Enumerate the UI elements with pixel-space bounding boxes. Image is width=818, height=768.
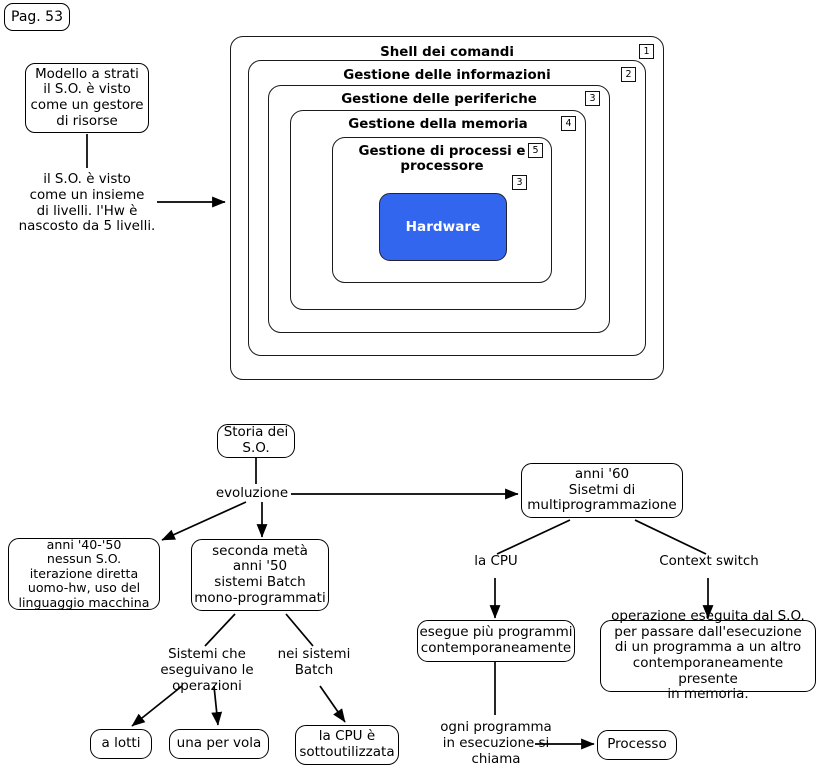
node-esegue-piu-programmi: esegue più programmi contemporaneamente bbox=[417, 620, 575, 662]
layer-badge-5: 5 bbox=[528, 143, 543, 158]
node-anni-60: anni '60 Sisetmi di multiprogrammazione bbox=[521, 463, 683, 518]
node-storia-dei-so: Storia dei S.O. bbox=[217, 424, 295, 458]
node-cpu-sottoutilizzata: la CPU è sottoutilizzata bbox=[295, 725, 399, 765]
layer-title-4: Gestione della memoria bbox=[348, 117, 528, 132]
page-number-tag: Pag. 53 bbox=[4, 3, 70, 31]
layer-title-2: Gestione delle informazioni bbox=[343, 68, 551, 83]
edge-label-ogni-programma: ogni programma in esecuzione si chiama bbox=[440, 720, 552, 767]
node-seconda-meta-anni-50: seconda metà anni '50 sistemi Batch mono… bbox=[191, 539, 329, 611]
node-a-lotti: a lotti bbox=[90, 729, 152, 759]
layer-badge-1: 1 bbox=[639, 44, 654, 59]
edge-label-la-cpu: la CPU bbox=[474, 554, 518, 569]
layer-title-5: Gestione di processi e processore bbox=[358, 144, 526, 175]
layer-title-3: Gestione delle periferiche bbox=[341, 92, 537, 107]
edge-label-context-switch: Context switch bbox=[659, 554, 759, 569]
layer-badge-4: 4 bbox=[561, 116, 576, 131]
callout-so-livelli: il S.O. è visto come un insieme di livel… bbox=[18, 172, 156, 235]
hardware-core-box: Hardware bbox=[379, 193, 507, 261]
node-anni-40-50: anni '40-'50 nessun S.O. iterazione dire… bbox=[8, 537, 160, 610]
node-processo: Processo bbox=[597, 730, 677, 760]
hardware-badge: 3 bbox=[512, 175, 527, 190]
edge-label-nei-sistemi-batch: nei sistemi Batch bbox=[277, 647, 351, 678]
layer-badge-2: 2 bbox=[621, 67, 636, 82]
layer-badge-3: 3 bbox=[585, 91, 600, 106]
callout-modello-a-strati: Modello a strati il S.O. è visto come un… bbox=[25, 63, 149, 133]
layer-title-1: Shell dei comandi bbox=[380, 45, 514, 60]
node-una-per-vola: una per vola bbox=[169, 729, 269, 759]
node-context-switch-definizione: operazione eseguita dal S.O. per passare… bbox=[600, 608, 816, 702]
edge-label-evoluzione: evoluzione bbox=[215, 486, 289, 501]
edge-label-sistemi-che: Sistemi che eseguivano le operazioni bbox=[160, 647, 254, 694]
